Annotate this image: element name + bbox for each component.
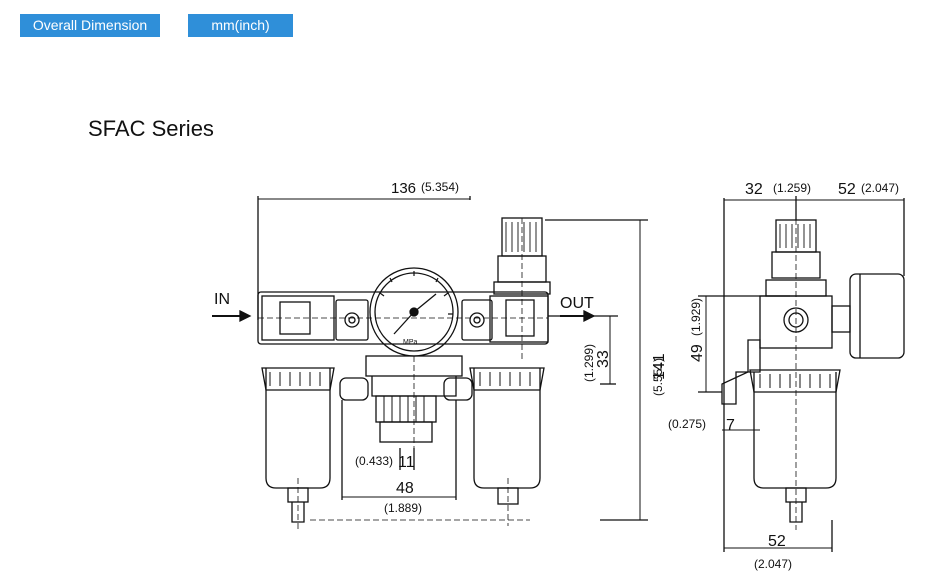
overall-dimension-tag: Overall Dimension [20,14,160,37]
dim-side-top-left-inch: (1.259) [773,181,811,195]
dim-bracket-offset-inch: (0.275) [668,417,706,431]
dim-total-height-inch: (5.551) [651,358,665,396]
gauge-unit-label: MPa [403,339,418,346]
dim-side-top-left: 32 [745,181,763,198]
dim-side-top-right-inch: (2.047) [861,181,899,195]
dim-port-height: 49 [689,344,706,362]
side-view [698,196,905,552]
dim-side-bottom-width-inch: (2.047) [754,557,792,571]
unit-tag: mm(inch) [188,14,293,37]
dim-total-width: 136 [391,180,416,197]
dim-side-top-right: 52 [838,181,856,198]
out-label: OUT [560,295,594,312]
dim-regulator-offset: 11 [398,454,415,471]
front-view [212,196,648,530]
dim-out-height-inch: (1.299) [582,344,596,382]
dim-out-height: 33 [595,350,612,368]
dim-side-bottom-width: 52 [768,533,786,550]
dim-total-height: 141 [651,353,668,380]
dim-center-distance-inch: (1.889) [384,501,422,515]
series-title: SFAC Series [88,116,214,141]
dim-port-height-inch: (1.929) [689,298,703,336]
in-label: IN [214,291,230,308]
dim-total-width-inch: (5.354) [421,180,459,194]
dim-bracket-offset: 7 [726,417,735,434]
dim-regulator-offset-inch: (0.433) [355,454,393,468]
dim-center-distance: 48 [396,480,414,497]
